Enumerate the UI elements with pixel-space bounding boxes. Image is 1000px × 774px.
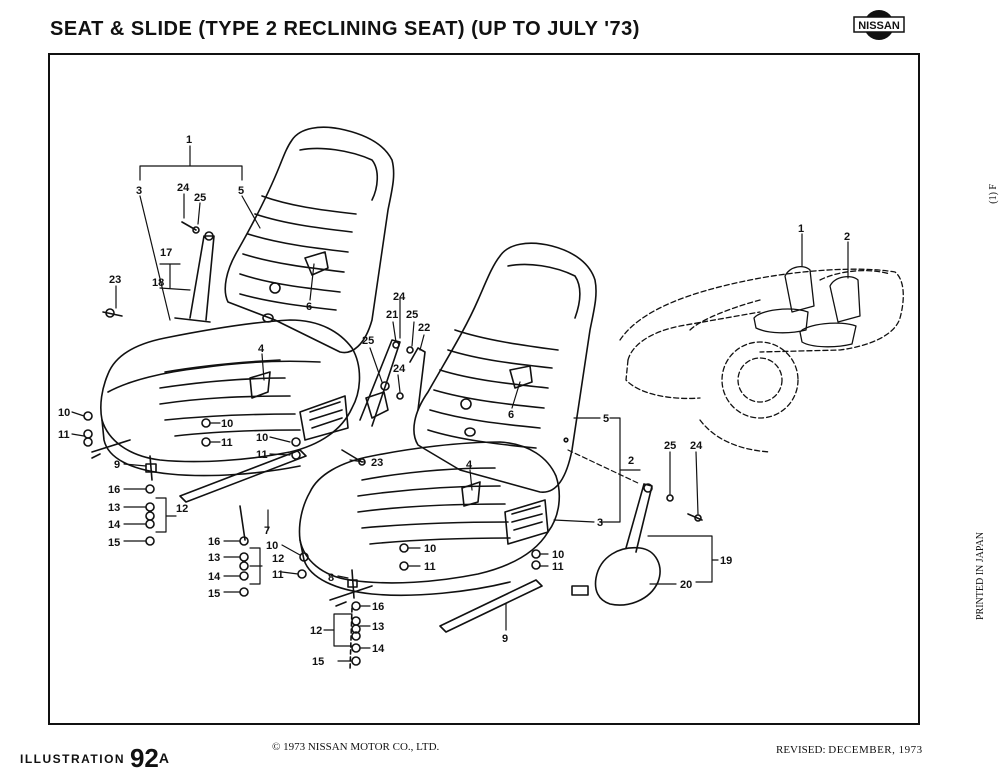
callout-label: 19 [720,555,732,567]
margin-mark: (1) F [988,184,999,204]
callout-label: 11 [221,437,233,449]
callout-label: 12 [176,503,188,515]
callout-label: 24 [690,440,703,452]
callout-label: 10 [256,432,268,444]
copyright-text: © 1973 NISSAN MOTOR CO., LTD. [272,741,440,753]
callout-label: 24 [177,182,190,194]
left-seat-drawing [83,126,395,597]
callout-label: 16 [372,601,384,613]
car-inset-drawing [619,268,904,453]
callout-label: 11 [256,449,268,461]
callout-label: 9 [502,633,508,645]
callout-label: 10 [266,540,278,552]
logo-text: NISSAN [858,20,900,32]
right-seat-drawing [298,242,597,671]
revised-date: REVISED: DECEMBER, 1973 [776,744,923,756]
callout-label: 6 [306,301,312,313]
revised-label: REVISED: [776,744,826,756]
recliner-cover-drawing [571,483,703,606]
callout-label: 14 [372,643,385,655]
callout-label: 1 [186,134,192,146]
callout-label: 1 [798,223,804,235]
callout-label: 15 [312,656,324,668]
callout-label: 22 [418,322,430,334]
callout-label: 12 [272,553,284,565]
callout-label: 15 [108,537,120,549]
illustration-number: ILLUSTRATION 92A [20,743,171,774]
callout-label: 5 [603,413,609,425]
callout-label: 20 [680,579,692,591]
callout-label: 11 [272,569,284,581]
callout-label: 25 [664,440,676,452]
callout-label: 24 [393,363,406,375]
callout-label: 3 [136,185,142,197]
callout-label: 10 [58,407,70,419]
callout-label: 15 [208,588,220,600]
callout-label: 11 [424,561,436,573]
callout-label: 24 [393,291,406,303]
callout-label: 16 [108,484,120,496]
illustration-frame [48,53,920,725]
leader-lines [71,145,849,662]
illustration-number-value: 92 [129,743,159,773]
callout-label: 23 [109,274,121,286]
callout-numbers: 1 3 5 24 25 17 18 23 6 4 10 11 9 16 13 1… [58,134,850,668]
callout-label: 21 [386,309,398,321]
callout-label: 2 [844,231,850,243]
callout-label: 13 [208,552,220,564]
callout-label: 14 [108,519,121,531]
illustration-suffix: A [158,750,171,766]
callout-label: 4 [258,343,265,355]
callout-label: 10 [424,543,436,555]
callout-label: 8 [328,572,334,584]
callout-label: 6 [508,409,514,421]
callout-label: 13 [372,621,384,633]
callout-label: 7 [264,525,270,537]
callout-label: 18 [152,277,164,289]
callout-label: 2 [628,455,634,467]
callout-label: 16 [208,536,220,548]
car-inset-seats [753,265,861,348]
callout-label: 25 [194,192,206,204]
callout-label: 10 [221,418,233,430]
callout-label: 11 [58,429,70,441]
page-title: SEAT & SLIDE (TYPE 2 RECLINING SEAT) (UP… [50,18,640,40]
callout-label: 17 [160,247,172,259]
callout-label: 9 [114,459,120,471]
callout-label: 25 [362,335,374,347]
callout-label: 3 [597,517,603,529]
callout-label: 23 [371,457,383,469]
callout-label: 13 [108,502,120,514]
illustration-label: ILLUSTRATION [20,752,126,766]
callout-label: 10 [552,549,564,561]
callout-label: 25 [406,309,418,321]
callout-label: 14 [208,571,221,583]
callout-label: 12 [310,625,322,637]
callout-label: 11 [552,561,564,573]
printed-in-japan: PRINTED IN JAPAN [975,532,986,620]
revised-date-value: DECEMBER, 1973 [828,744,923,756]
callout-label: 5 [238,185,244,197]
nissan-logo: NISSAN [853,10,905,40]
callout-label: 4 [466,459,473,471]
